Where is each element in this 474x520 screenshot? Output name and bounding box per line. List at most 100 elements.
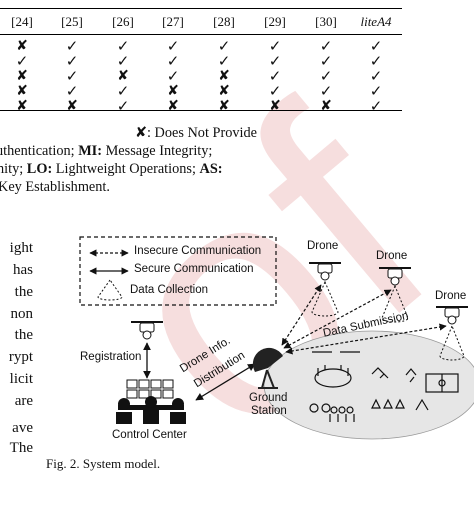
check-icon: ✓ bbox=[369, 97, 383, 115]
check-icon: ✓ bbox=[166, 67, 180, 85]
drone-2-icon bbox=[379, 267, 411, 286]
left-column-fragment: has bbox=[13, 262, 33, 278]
check-icon: ✓ bbox=[65, 37, 79, 55]
left-column-fragment: ave bbox=[12, 420, 33, 436]
control-center-label: Control Center bbox=[112, 429, 187, 441]
check-icon: ✓ bbox=[369, 37, 383, 55]
drone-3-icon bbox=[436, 306, 468, 325]
drone-3-link bbox=[285, 323, 447, 355]
left-column-fragment: are bbox=[14, 393, 33, 409]
cross-icon: ✘ bbox=[16, 68, 28, 84]
legend-secure-label: Secure Communication bbox=[134, 263, 254, 275]
left-column-fragment: ight bbox=[9, 240, 33, 256]
left-column-fragment: licit bbox=[9, 371, 33, 387]
check-icon: ✓ bbox=[369, 82, 383, 100]
stadium-icon bbox=[314, 368, 352, 388]
check-icon: ✓ bbox=[217, 52, 231, 70]
cross-icon: ✘ bbox=[269, 98, 281, 114]
distribution-arrow bbox=[195, 363, 256, 401]
crowd-icon bbox=[329, 414, 355, 422]
system-model-diagram bbox=[79, 236, 474, 440]
figure-caption: Fig. 2. System model. bbox=[46, 456, 161, 471]
table-header-7: liteA4 bbox=[360, 14, 392, 29]
check-icon: ✓ bbox=[166, 37, 180, 55]
trees-icon bbox=[371, 398, 405, 409]
left-column-fragment: rypt bbox=[8, 349, 33, 365]
drone-3-label: Drone bbox=[435, 290, 467, 302]
cyclist-icon bbox=[309, 403, 319, 413]
registration-drone-icon bbox=[131, 321, 163, 340]
left-column-fragment: the bbox=[14, 284, 33, 300]
cross-icon: ✘ bbox=[16, 38, 28, 54]
table-header-2: [26] bbox=[112, 14, 134, 29]
check-icon: ✓ bbox=[116, 82, 130, 100]
cross-icon: ✘ bbox=[218, 83, 230, 99]
drone-1-icon bbox=[309, 262, 341, 281]
hiker-icon bbox=[415, 398, 429, 411]
check-icon: ✓ bbox=[268, 82, 282, 100]
check-icon: ✓ bbox=[116, 37, 130, 55]
check-icon: ✓ bbox=[268, 67, 282, 85]
legend-line-4: Key Establishment. bbox=[0, 179, 110, 196]
legend-authentication: uthentication; bbox=[0, 143, 79, 159]
table-header-6: [30] bbox=[315, 14, 337, 29]
table-header-1: [25] bbox=[61, 14, 83, 29]
check-icon: ✓ bbox=[217, 37, 231, 55]
table-header-3: [27] bbox=[162, 14, 184, 29]
cross-icon: ✘ bbox=[117, 68, 129, 84]
cross-icon: ✘ bbox=[16, 83, 28, 99]
data-collection-cone-icon bbox=[97, 279, 123, 301]
drone-3-cone bbox=[439, 324, 465, 361]
check-icon: ✓ bbox=[369, 67, 383, 85]
legend-key-establishment: Key Establishment. bbox=[0, 179, 110, 195]
legend-mi-key: MI: bbox=[78, 143, 103, 159]
left-column-fragment: non bbox=[10, 306, 34, 322]
check-icon: ✓ bbox=[319, 67, 333, 85]
check-icon: ✓ bbox=[65, 52, 79, 70]
table-header-5: [29] bbox=[264, 14, 286, 29]
legend-note: ✘: Does Not Provide bbox=[135, 125, 257, 142]
registration-label: Registration bbox=[80, 351, 142, 363]
check-icon: ✓ bbox=[116, 97, 130, 115]
check-icon: ✓ bbox=[15, 52, 29, 70]
check-icon: ✓ bbox=[319, 82, 333, 100]
legend-mi-value: Message Integrity; bbox=[102, 143, 213, 159]
drone-2-cone bbox=[381, 284, 409, 323]
check-icon: ✓ bbox=[268, 52, 282, 70]
check-icon: ✓ bbox=[319, 52, 333, 70]
cross-icon: ✘ bbox=[16, 98, 28, 114]
legend-line-2: uthentication; MI: Message Integrity; bbox=[0, 143, 470, 160]
check-icon: ✓ bbox=[166, 52, 180, 70]
left-column-fragment: The bbox=[9, 440, 33, 456]
cross-icon: ✘ bbox=[167, 98, 179, 114]
check-icon: ✓ bbox=[319, 37, 333, 55]
ground-label-2: Station bbox=[251, 405, 287, 417]
cross-icon: ✘ bbox=[218, 68, 230, 84]
legend-integrity-tail: nity; bbox=[0, 161, 24, 177]
people-icon bbox=[371, 367, 389, 379]
legend-line-3: nity; LO: Lightweight Operations; AS: bbox=[0, 161, 223, 178]
left-column-fragment: the bbox=[14, 327, 33, 343]
diagram-legend-box bbox=[79, 236, 277, 306]
drone-2-label: Drone bbox=[376, 250, 408, 262]
field-icons bbox=[309, 351, 459, 422]
cross-icon: ✘ bbox=[66, 98, 78, 114]
ground-station-icon bbox=[252, 347, 283, 389]
legend-collection-label: Data Collection bbox=[130, 284, 208, 296]
ground-label-1: Ground bbox=[249, 392, 288, 404]
table-header-rule bbox=[0, 34, 402, 35]
legend-insecure-label: Insecure Communication bbox=[134, 245, 262, 257]
table-top-rule bbox=[0, 8, 402, 9]
cross-icon: ✘ bbox=[218, 98, 230, 114]
legend-lo-value: Lightweight Operations; bbox=[52, 161, 200, 177]
check-icon: ✓ bbox=[65, 82, 79, 100]
legend-as-key: AS: bbox=[199, 161, 223, 177]
cross-icon: ✘ bbox=[320, 98, 332, 114]
cross-icon: ✘ bbox=[167, 83, 179, 99]
control-center-icon bbox=[116, 379, 186, 424]
check-icon: ✓ bbox=[369, 52, 383, 70]
table-header-0: [24] bbox=[11, 14, 33, 29]
check-icon: ✓ bbox=[65, 67, 79, 85]
table-bottom-rule bbox=[0, 110, 402, 111]
legend-lo-key: LO: bbox=[26, 161, 53, 177]
